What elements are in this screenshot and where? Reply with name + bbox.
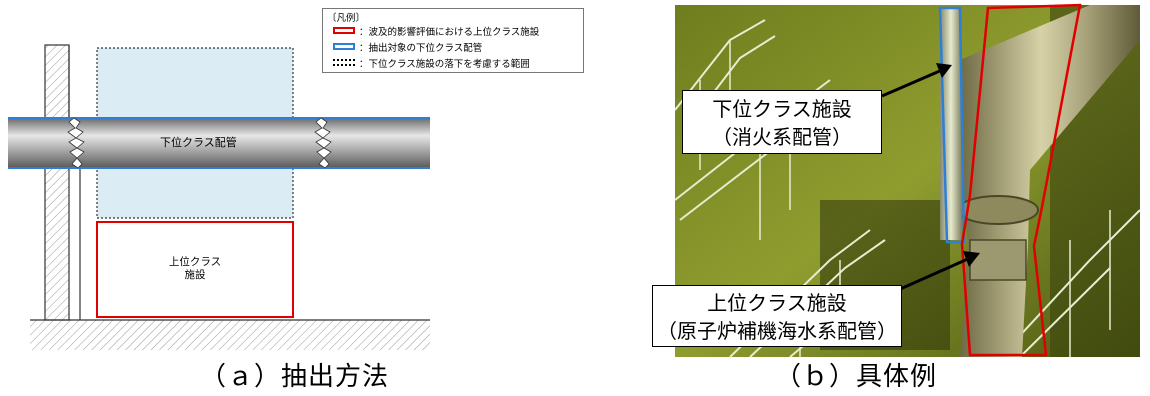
legend: 〔凡例〕 ：波及的影響評価における上位クラス施設 ：抽出対象の下位クラス配管 ：… (322, 8, 584, 73)
upper-class-outline (960, 3, 1082, 357)
upper-facility-label-line2: 施設 (184, 269, 206, 281)
arrow-to-seawater-pipe (897, 251, 980, 292)
upper-class-facility-box (96, 221, 294, 318)
upper-class-callout: 上位クラス施設 （原子炉補機海水系配管） (652, 285, 902, 347)
pipe-valve-body (969, 239, 1027, 281)
lower-class-outline (938, 6, 966, 244)
legend-item-label: ：波及的影響評価における上位クラス施設 (359, 27, 540, 38)
wall-step (68, 45, 81, 320)
extraction-method-diagram: 下位クラス配管 上位クラス 施設 〔凡例〕 ：波及的影響評価における上位クラス施… (8, 8, 584, 392)
lower-class-callout: 下位クラス施設 （消火系配管） (682, 90, 882, 154)
caption-concrete-example: （ｂ）具体例 (775, 362, 938, 392)
legend-title: 〔凡例〕 (327, 13, 366, 24)
pipe-break-mark-left (67, 117, 85, 169)
wall (44, 44, 70, 321)
upper-callout-line2: （原子炉補機海水系配管） (657, 319, 897, 343)
red-outline-swatch (333, 27, 355, 34)
lower-callout-line1: 下位クラス施設 (712, 97, 852, 121)
pipe-break-mark-right (314, 117, 332, 169)
upper-facility-label: 上位クラス 施設 (97, 256, 293, 282)
upper-facility-label-line1: 上位クラス (168, 256, 222, 268)
pipe-label: 下位クラス配管 (160, 136, 237, 149)
floor-slab (30, 320, 430, 350)
dotted-outline-swatch (333, 59, 355, 66)
caption-extraction-method: （ａ）抽出方法 (200, 362, 390, 392)
lower-callout-line2: （消火系配管） (712, 125, 852, 149)
arrow-to-fire-pipe (881, 63, 952, 98)
concrete-example-photo: 下位クラス施設 （消火系配管） 上位クラス施設 （原子炉補機海水系配管） （ｂ）… (652, 0, 1150, 392)
extraction-method-svg (8, 44, 430, 350)
legend-item-label: ：抽出対象の下位クラス配管 (359, 43, 483, 54)
legend-item-label: ：下位クラス施設の落下を考慮する範囲 (359, 59, 530, 70)
blue-outline-swatch (333, 43, 355, 50)
upper-callout-line1: 上位クラス施設 (707, 291, 847, 315)
